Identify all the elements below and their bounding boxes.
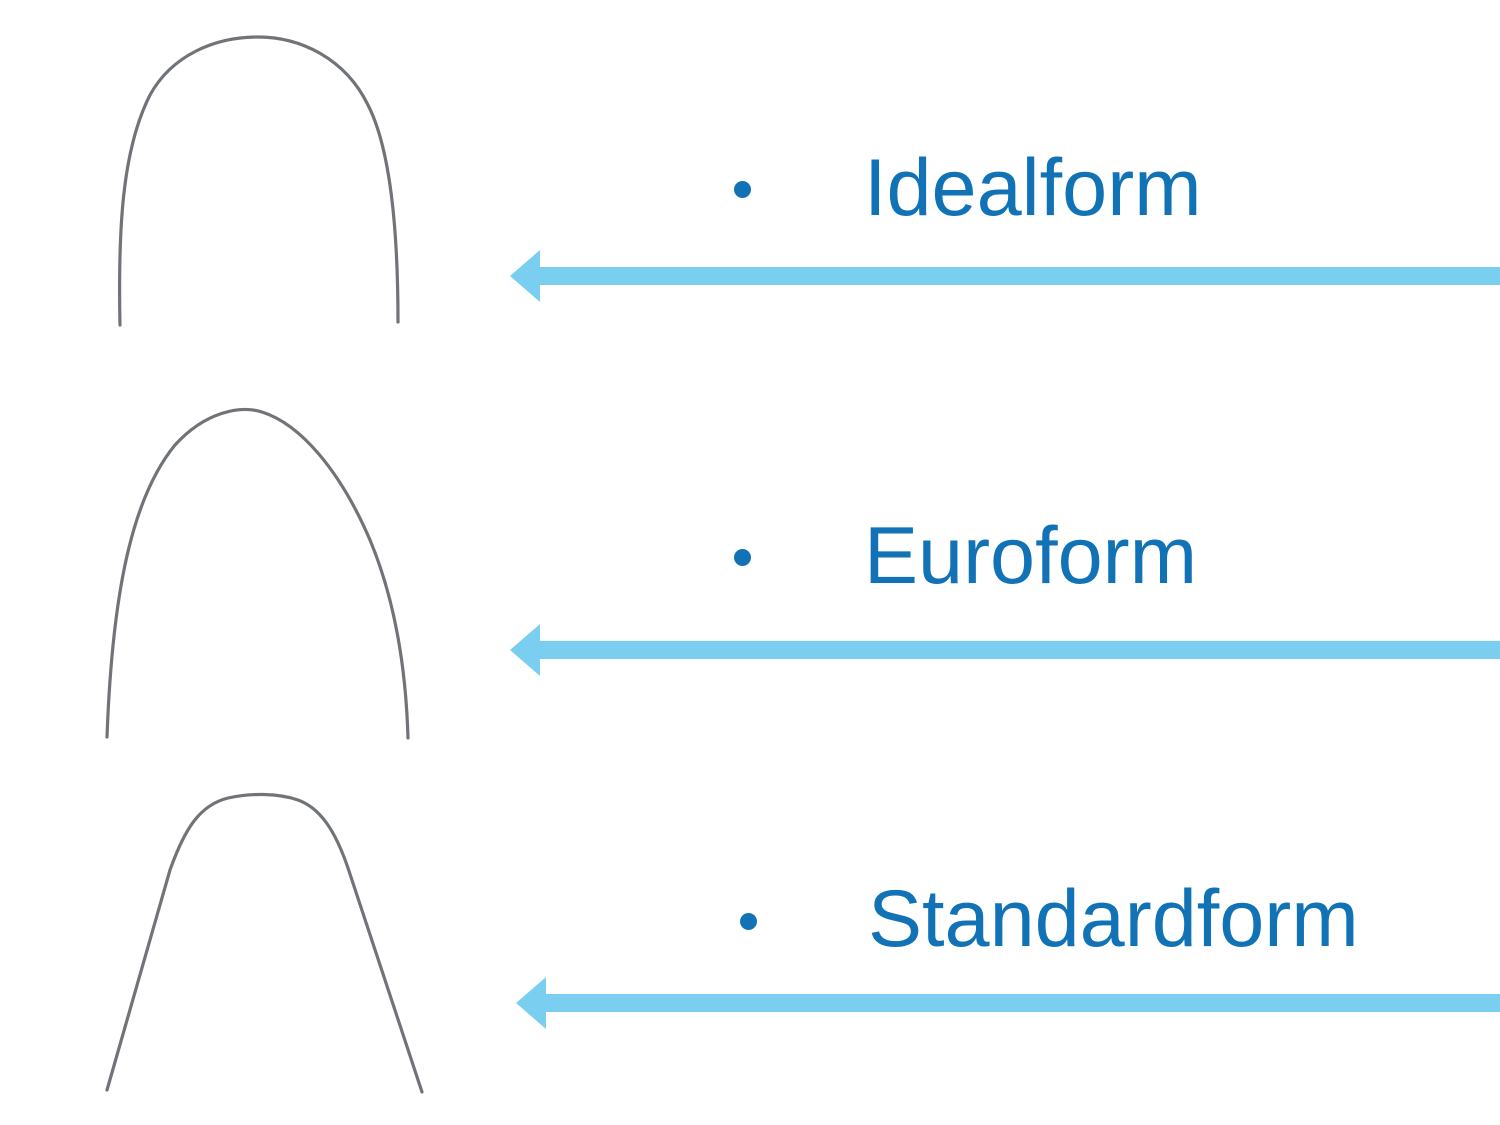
archwire-standardform-image	[105, 792, 424, 1094]
bullet-icon	[740, 913, 757, 930]
left-arrow-icon	[510, 624, 1500, 676]
bullet-label: Euroform	[864, 511, 1198, 601]
bullet-icon	[734, 549, 751, 566]
archwire-idealform-image	[117, 35, 400, 327]
left-arrow-icon	[510, 250, 1500, 302]
left-arrow-icon	[516, 977, 1500, 1029]
bullet-label: Idealform	[864, 143, 1202, 233]
archwire-euroform-image	[105, 408, 410, 740]
bullet-label: Standardform	[868, 874, 1359, 964]
bullet-icon	[734, 181, 751, 198]
